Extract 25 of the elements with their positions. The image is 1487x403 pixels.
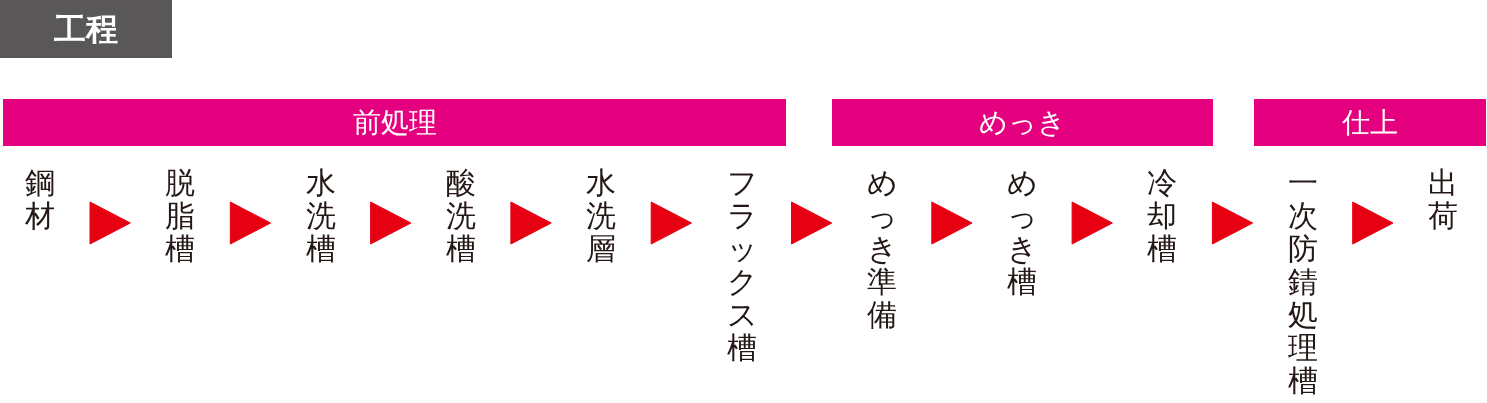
arrow: [370, 201, 412, 245]
process-step: フラックス槽: [701, 166, 782, 402]
stage-band: めっき: [832, 99, 1213, 146]
arrow: [1211, 201, 1254, 245]
process-step: 水洗槽: [280, 166, 361, 402]
arrow: [650, 201, 692, 245]
process-step: 出荷: [1403, 166, 1483, 402]
title-bar: 工程: [0, 0, 172, 58]
process-step: めっき槽: [982, 166, 1063, 402]
arrow: [1071, 201, 1113, 245]
arrow: [791, 201, 833, 245]
arrow: [1352, 201, 1394, 245]
process-step: 一次防錆処理槽: [1262, 166, 1343, 402]
stage-band: 前処理: [3, 99, 786, 146]
process-step: 水洗層: [561, 166, 642, 402]
stage-band: 仕上: [1254, 99, 1486, 146]
arrow: [931, 201, 973, 245]
process-step: 鋼材: [0, 166, 80, 402]
arrow: [510, 201, 552, 245]
process-step: めっき準備: [841, 166, 922, 402]
arrow: [89, 201, 131, 245]
process-step: 脱脂槽: [140, 166, 221, 402]
process-step: 冷却槽: [1122, 166, 1203, 402]
arrow: [229, 201, 272, 245]
process-step: 酸洗槽: [420, 166, 501, 402]
